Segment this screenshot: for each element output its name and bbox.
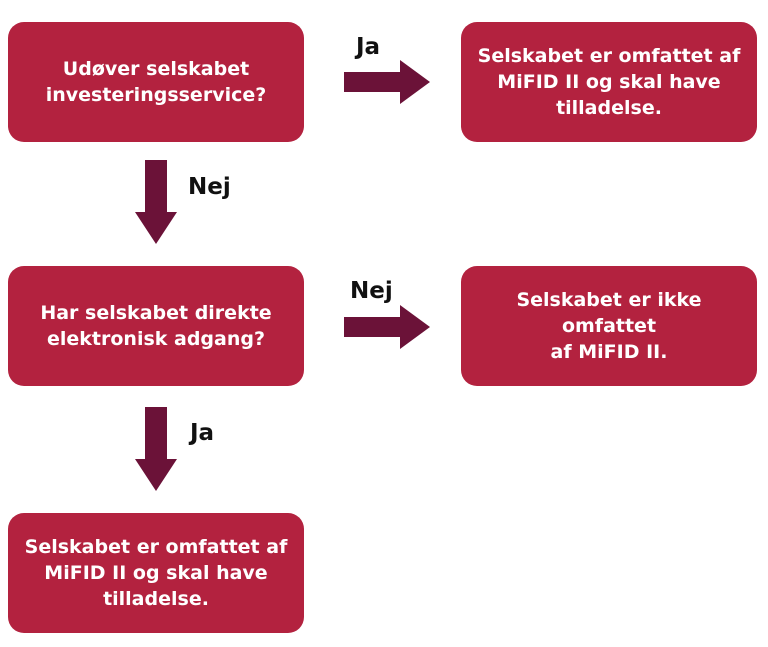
arrow-shape (135, 407, 177, 491)
question-box-line: elektronisk adgang? (46, 328, 266, 350)
arrow-down-icon (135, 160, 177, 244)
arrow-shape (135, 160, 177, 244)
edge-label-no: Nej (188, 174, 231, 200)
result-box-not-covered: Selskabet er ikke omfattet af MiFID II. (461, 266, 757, 386)
question-box-line: Udøver selskabet (62, 58, 250, 80)
arrow-right-icon (344, 60, 430, 104)
result-box-line: MiFID II og skal have (497, 71, 721, 93)
result-box-line: Selskabet er omfattet af (24, 536, 288, 558)
question-box-line: investeringsservice? (45, 84, 267, 106)
result-box-line: Selskabet er ikke omfattet (516, 289, 702, 337)
result-box-line: MiFID II og skal have (44, 562, 268, 584)
edge-label-yes: Ja (190, 420, 215, 446)
edge-label-yes: Ja (356, 34, 381, 60)
arrow-shape (344, 60, 430, 104)
question-box-investment-service: Udøver selskabet investeringsservice? (8, 22, 304, 142)
question-box-line: Har selskabet direkte (40, 302, 272, 324)
result-box-line: Selskabet er omfattet af (477, 45, 741, 67)
question-box-direct-access: Har selskabet direkte elektronisk adgang… (8, 266, 304, 386)
result-box-line: af MiFID II. (550, 341, 668, 363)
result-box-line: tilladelse. (103, 588, 209, 610)
edge-label-no: Nej (350, 278, 393, 304)
arrow-down-icon (135, 407, 177, 491)
arrow-shape (344, 305, 430, 349)
result-box-covered-1: Selskabet er omfattet af MiFID II og ska… (461, 22, 757, 142)
arrow-right-icon (344, 305, 430, 349)
result-box-covered-2: Selskabet er omfattet af MiFID II og ska… (8, 513, 304, 633)
result-box-line: tilladelse. (556, 97, 662, 119)
